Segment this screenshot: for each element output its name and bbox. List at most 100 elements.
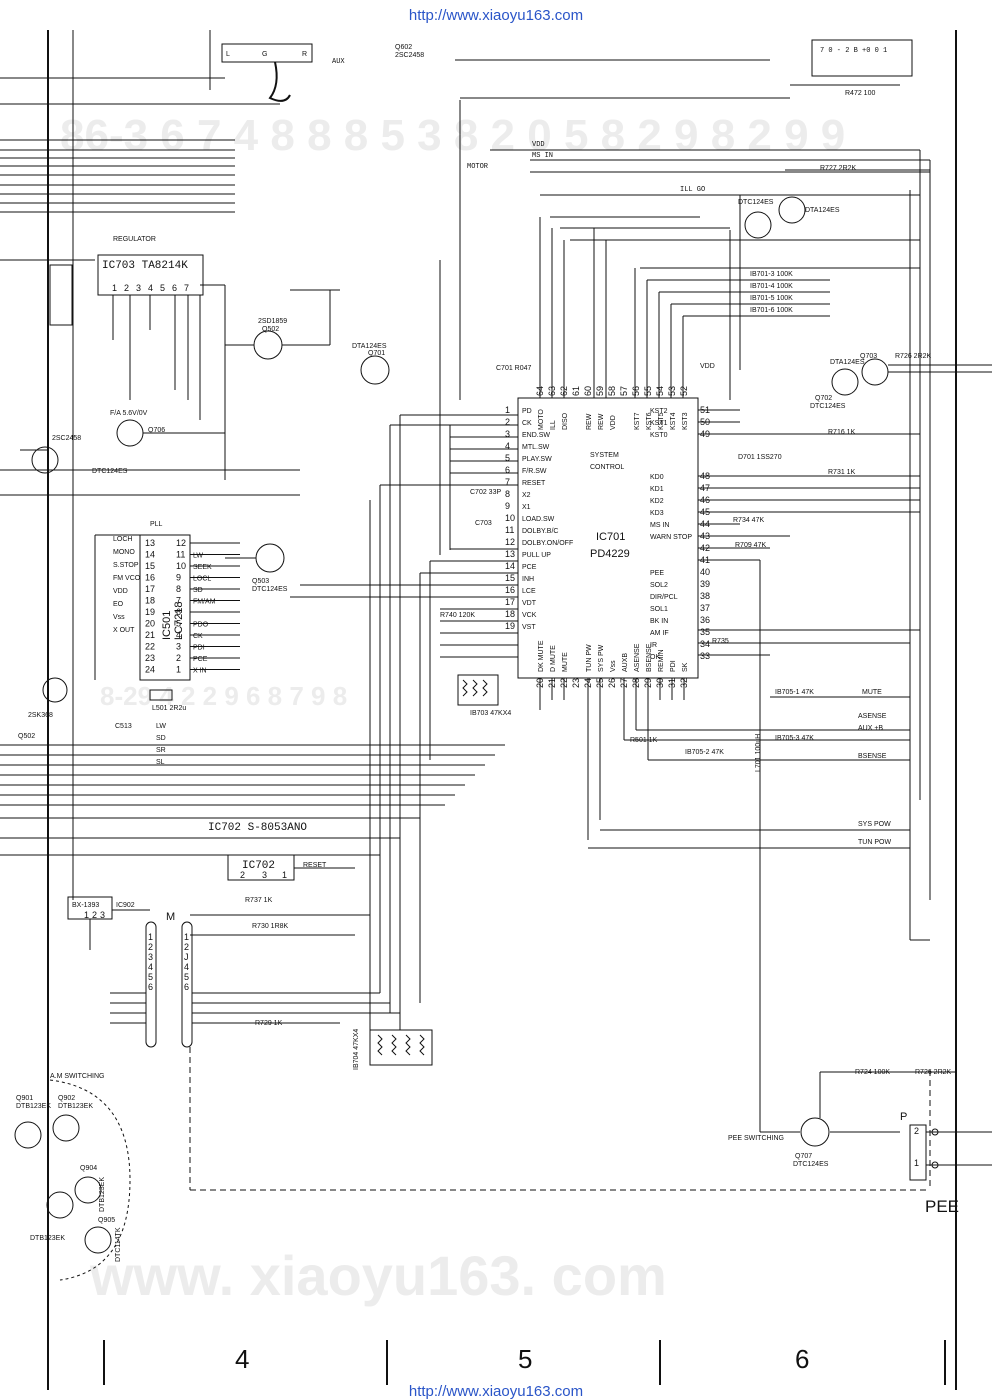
ic501-pin-number: 3: [176, 642, 181, 652]
ib701-4-label: IB701-4 100K: [750, 283, 793, 290]
ic701-pin-number: 39: [700, 579, 710, 589]
ic701-pin-signal: X2: [522, 492, 531, 499]
ic701-left-wiring: [290, 100, 518, 1030]
label-vdd-2: VDD: [700, 363, 715, 370]
q701: DTA124ES Q701: [352, 343, 390, 385]
left-bus-lines: [0, 77, 505, 856]
footer-url[interactable]: http://www.xiaoyu163.com: [408, 1383, 584, 1400]
q706-ref: Q706: [148, 427, 165, 434]
ic701-pin-signal: KD0: [650, 474, 664, 481]
ic501-pin-signal: SEEK: [193, 564, 212, 571]
r709-label: R709 47K: [735, 542, 766, 549]
tuner-bus: LW SD SR SL: [156, 723, 166, 766]
ic701-pin-number: 16: [505, 585, 515, 595]
ic501-pin-signal: FM/AM: [193, 599, 216, 606]
q706: Q706 DTC124ES F/A 5.6V/0V: [92, 410, 225, 475]
r701-label: R730 1R8K: [252, 923, 289, 930]
ic701-pin-number: 36: [700, 615, 710, 625]
ic701-pin-signal: REMIN: [658, 649, 665, 672]
ic501-left-label: MONO: [113, 549, 135, 556]
q702-part: DTC124ES: [810, 403, 846, 410]
label-lw: LW: [156, 723, 166, 730]
ic701-pin-number: 3: [505, 429, 510, 439]
ic701-pin-signal: VDT: [522, 600, 537, 607]
ic701-pin-signal: MS IN: [650, 522, 669, 529]
c702-label: C702 33P: [470, 489, 501, 496]
connector-m-pin: 6: [184, 982, 189, 992]
ic701-right-pins: 51KST250KST149KST048KD047KD146KD245KD344…: [650, 405, 710, 661]
ic501-pin-number: 20: [145, 619, 155, 629]
ic701-pin-signal: VDD: [610, 415, 617, 430]
ic701-pin-signal: INH: [522, 576, 534, 583]
q704-part: DTC124ES: [738, 199, 774, 206]
connector-m-name: M: [166, 911, 175, 923]
r727-label: R727 2R2K: [820, 165, 857, 172]
ic701-pin-signal: KD2: [650, 498, 664, 505]
q502-regulator: 2SD1859 Q502: [225, 289, 340, 360]
watermark-top: 86-3 6 7 4 8 8 8 5 3 8 2 0 5 8 2 9 8 2 9…: [60, 111, 845, 160]
ic501-pin-number: 5: [176, 619, 181, 629]
ic701-function-2: CONTROL: [590, 464, 624, 471]
ic501-ref: IC501: [161, 611, 173, 640]
q727: 2SC2458: [31, 435, 81, 474]
ic701-pin-signal: MUTE: [562, 652, 569, 672]
connector-m-pin: 2: [148, 942, 153, 952]
r737-label: R729 1K: [255, 1020, 283, 1027]
ic701-pin-number: 54: [655, 386, 665, 396]
r731-label: R731 1K: [828, 469, 856, 476]
ic701-pin-signal: KST6: [646, 412, 653, 430]
q703-ref: Q703: [860, 353, 877, 360]
board-outline: [189, 190, 931, 1191]
ic703-pin: 2: [124, 283, 129, 293]
q904-part: DTB123EK: [99, 1177, 106, 1212]
connector-p-pin: 2: [914, 1126, 919, 1136]
q727-part: 2SC2458: [52, 435, 81, 442]
ic501-pin-signal: X IN: [193, 668, 207, 675]
ic501-pin-signal: SD: [193, 587, 203, 594]
ic701-pin-signal: VST: [522, 624, 536, 631]
label-aux-b: AUX +B: [858, 725, 883, 732]
ic701-pin-signal: BSENSE: [646, 643, 653, 672]
ic501-left-label: EO: [113, 601, 124, 608]
r716-label: R716 1K: [828, 429, 856, 436]
ic701-pin-signal: KST1: [650, 420, 668, 427]
ic702-pin: 2: [240, 870, 245, 880]
label-G: G: [262, 51, 267, 58]
ic501-pin-number: 6: [176, 607, 181, 617]
q707-ref: Q707: [795, 1153, 812, 1160]
header-url[interactable]: http://www.xiaoyu163.com: [408, 7, 584, 24]
connector-p-pin: 1: [914, 1158, 919, 1168]
top-left-inputs: L G R Q602 2SC2458: [221, 43, 424, 102]
ib704-network: IB704 47KX4: [353, 1029, 433, 1070]
q903-part: DTB123EK: [30, 1235, 65, 1242]
label-pll: PLL: [150, 521, 163, 528]
ic701-pin-signal: LCE: [522, 588, 536, 595]
connector-m-pin: 6: [148, 982, 153, 992]
ic702-pin: 1: [282, 870, 287, 880]
ic701-pin-signal: DOLBY.ON/OFF: [522, 540, 573, 547]
ib705-2-label: IB705-3 47K: [775, 735, 814, 742]
label-sl: SL: [156, 759, 165, 766]
ic701-pin-signal: MTL.SW: [522, 444, 550, 451]
ic701-pin-signal: Vss: [610, 660, 617, 672]
ib701-3-label: IB701-3 100K: [750, 271, 793, 278]
q502-part: 2SD1859: [258, 318, 287, 325]
ib703-network: IB703 47KX4 R740 120K: [440, 612, 511, 717]
q502b-ref: Q502: [18, 733, 35, 740]
ic701-pin-signal: LOAD.SW: [522, 516, 555, 523]
q502-ref: Q502: [262, 326, 279, 333]
ic902-part: BX-1393: [72, 902, 99, 909]
ic701-pin-signal: SOL2: [650, 582, 668, 589]
ic701-pin-number: 9: [505, 501, 510, 511]
ic701-pin-number: 13: [505, 549, 515, 559]
ic501-pin-signal: PDI: [193, 645, 205, 652]
ic701-pin-number: 35: [700, 627, 710, 637]
